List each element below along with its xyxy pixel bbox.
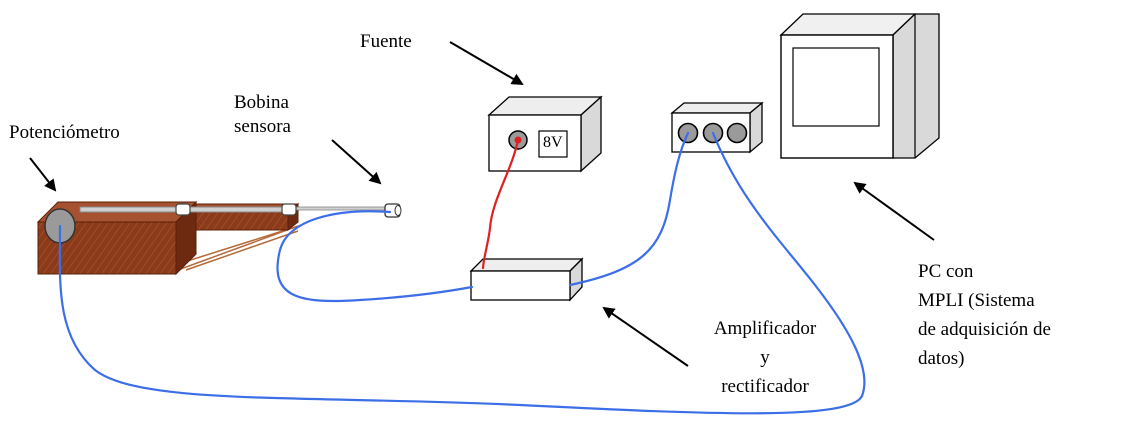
label-fuente: Fuente — [360, 31, 412, 52]
blue-cable-coil-to-amp — [276, 210, 474, 303]
label-bobina-line1: Bobina — [234, 92, 289, 113]
cables — [58, 131, 866, 415]
label-pc-line1: PC con — [918, 261, 974, 282]
red-cable — [481, 138, 520, 270]
arrow-fuente — [449, 41, 524, 86]
label-pc-line3: de adquisición de — [918, 319, 1051, 340]
interface-jack-3 — [726, 122, 748, 144]
label-bobina-line2: sensora — [234, 116, 291, 137]
blue-cable-potentiometer-to-interface — [58, 131, 866, 415]
sensor-rod — [289, 206, 391, 211]
wood-rail-front — [185, 211, 289, 231]
arrow-potenciometro — [29, 157, 57, 192]
arrow-bobina — [331, 139, 382, 185]
amplifier-box — [469, 257, 584, 302]
label-pc-line4: datos) — [918, 348, 965, 369]
label-amp-line2: y — [760, 347, 770, 368]
interface-box — [670, 101, 764, 154]
blue-cable-amp-to-interface — [568, 131, 690, 287]
arrows — [29, 41, 935, 367]
voltage-display — [538, 130, 568, 158]
power-supply — [487, 95, 603, 173]
label-amp-line3: rectificador — [721, 376, 809, 397]
voltage-display-label: 8V — [543, 134, 563, 151]
pc-monitor — [779, 13, 940, 159]
label-potenciometro: Potenciómetro — [9, 122, 120, 143]
arrow-amplificador — [602, 306, 689, 367]
arrow-pc — [853, 181, 935, 241]
pc-screen — [792, 47, 880, 127]
sensor-coil — [384, 203, 402, 218]
potentiometer-assembly — [36, 200, 391, 276]
label-amp-line1: Amplificador — [713, 318, 817, 339]
label-pc-line2: MPLI (Sistema — [918, 290, 1035, 311]
